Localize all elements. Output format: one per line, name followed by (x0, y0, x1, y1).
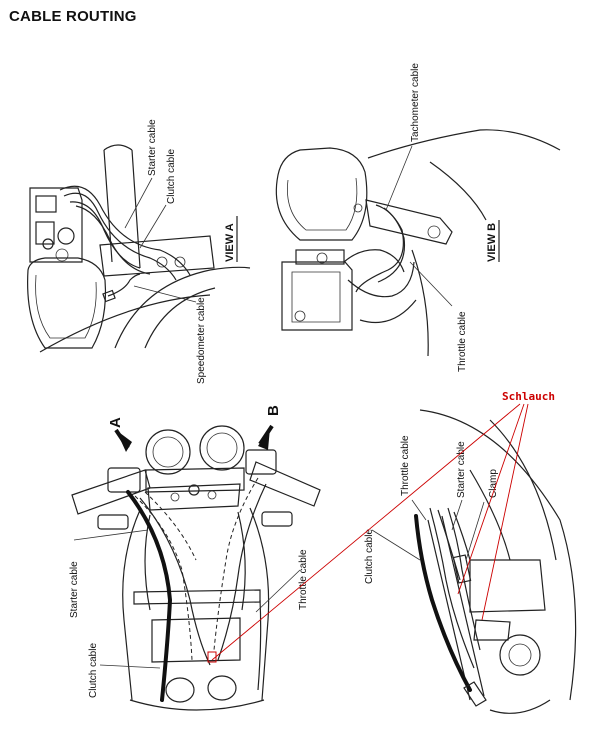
side-view-drawing (371, 409, 577, 714)
side-throttle-label: Throttle cable (400, 435, 411, 496)
view-a-starter-label: Starter cable (147, 119, 158, 176)
side-starter-label: Starter cable (456, 441, 467, 498)
front-view-drawing (71, 424, 321, 711)
arrow-b-label: B (265, 405, 282, 416)
front-starter-label: Starter cable (69, 561, 80, 618)
side-clamp-label: Clamp (488, 469, 499, 498)
view-b-heading: VIEW B (486, 223, 498, 262)
view-a-clutch-label: Clutch cable (166, 149, 177, 204)
view-b-throttle-label: Throttle cable (457, 311, 468, 372)
view-a-speedometer-label: Speedometer cable (196, 297, 207, 384)
view-b-tachometer-label: Tachometer cable (410, 63, 421, 142)
view-b-drawing (275, 129, 561, 357)
arrow-a-label: A (107, 417, 124, 428)
front-clutch-label: Clutch cable (88, 643, 99, 698)
schlauch-annotation-lines (207, 403, 529, 663)
page-title: CABLE ROUTING (9, 8, 137, 25)
view-a-heading: VIEW A (224, 223, 236, 262)
view-a-drawing (27, 144, 251, 353)
schlauch-annotation: Schlauch (502, 390, 555, 403)
front-throttle-label: Throttle cable (298, 549, 309, 610)
side-clutch-label: Clutch cable (364, 529, 375, 584)
